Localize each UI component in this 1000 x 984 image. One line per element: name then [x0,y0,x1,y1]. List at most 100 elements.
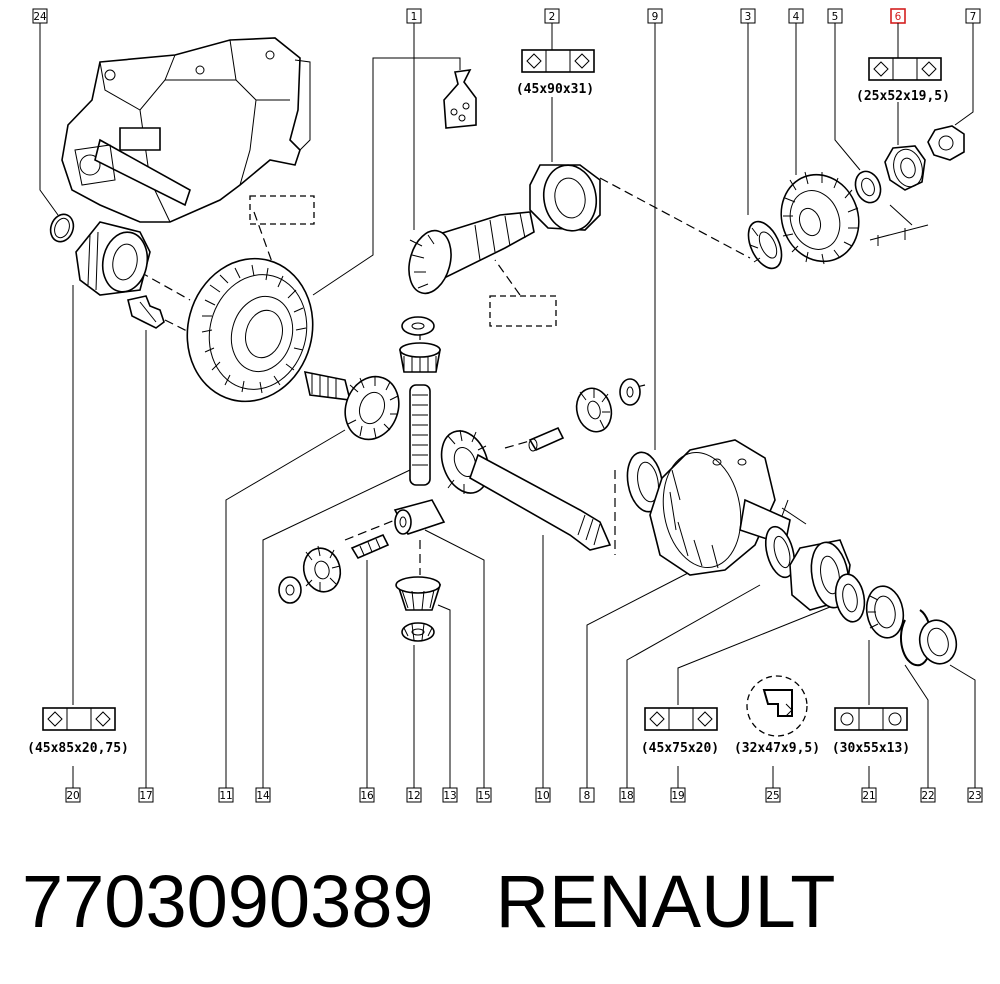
callout-14[interactable]: 14 [255,787,271,803]
nut-7 [927,125,965,161]
pinion-shaft-14 [303,370,400,441]
bearing-dim-text: (45x90x31) [516,82,594,97]
callout-21[interactable]: 21 [861,787,877,803]
bearing-2 [529,164,601,232]
callout-label: 13 [443,790,456,802]
callout-25[interactable]: 25 [765,787,781,803]
planet-gear-left [302,545,342,593]
callout-19[interactable]: 19 [670,787,686,803]
callout-2[interactable]: 2 [544,8,560,24]
bearing-spec-30x55x13: (30x55x13) [832,707,910,756]
grease-pack-icon [443,69,477,129]
callout-9[interactable]: 9 [647,8,663,24]
bearing-6 [884,145,926,191]
bearing-spec-45x90x31: (45x90x31) [516,49,595,97]
callout-16[interactable]: 16 [359,787,375,803]
callout-4[interactable]: 4 [788,8,804,24]
callout-label: 19 [671,790,684,802]
callout-24[interactable]: 24 [32,8,48,24]
callout-label: 22 [921,790,934,802]
callout-22[interactable]: 22 [920,787,936,803]
bearing-dim-text: (25x52x19,5) [856,89,950,104]
washer-5 [854,170,882,204]
callout-5[interactable]: 5 [827,8,843,24]
callout-label: 17 [139,790,152,802]
callout-17[interactable]: 17 [138,787,154,803]
thrust-washer-top [401,316,435,336]
shaft-pin [528,426,565,452]
bearing-cup-23 [918,619,958,665]
callout-7[interactable]: 7 [965,8,981,24]
gear-4 [780,171,860,265]
bearing-3 [747,220,783,270]
assembly-lines [139,177,751,591]
dashed-reference-box-left [249,195,315,225]
gearbox-housing [61,37,311,223]
callout-label: 20 [66,790,79,802]
dimension-mark-top [869,204,929,246]
bolt-17 [127,295,165,329]
planet-gear-13 [395,576,442,611]
callout-label: 9 [652,11,659,23]
callout-label: 24 [33,11,47,23]
bearing-dim-text: (45x85x20,75) [27,741,129,756]
dashed-reference-box-right [489,295,557,327]
callout-3[interactable]: 3 [740,8,756,24]
pinion-gear-1 [408,211,535,295]
callout-label: 21 [862,790,875,802]
planet-gear-right [575,387,613,433]
callout-label: 10 [536,790,549,802]
seal-dim-text: (32x47x9,5) [734,741,820,756]
o-ring-24 [49,213,75,243]
callout-6-highlighted[interactable]: 6 [890,8,906,24]
planet-gear-top [399,342,441,373]
callout-label: 4 [793,11,800,23]
callout-13[interactable]: 13 [442,787,458,803]
thrust-washer-left [278,576,302,604]
callout-1[interactable]: 1 [406,8,422,24]
callout-label: 15 [477,790,490,802]
bearing-spec-25x52x19-5: (25x52x19,5) [856,57,950,104]
callout-label: 3 [745,11,752,23]
bearing-spec-45x75x20: (45x75x20) [641,707,719,756]
callout-18[interactable]: 18 [619,787,635,803]
part-number: 7703090389 [22,860,434,943]
race-ring-18 [764,525,796,579]
callout-10[interactable]: 10 [535,787,551,803]
thrust-washer-12 [401,622,435,642]
callout-label: 25 [766,790,779,802]
leader-lines [39,23,976,788]
callout-label: 6 [895,11,902,23]
bearing-21 [865,585,905,639]
callout-label: 11 [219,790,232,802]
sleeve-15 [393,499,446,535]
callout-label: 23 [968,790,981,802]
thrust-washer-right [619,378,641,406]
callout-12[interactable]: 12 [406,787,422,803]
callout-label: 5 [832,11,839,23]
part-footer: 7703090389 RENAULT [22,852,922,952]
callout-label: 18 [620,790,633,802]
callout-label: 8 [584,790,591,802]
callout-8[interactable]: 8 [579,787,595,803]
pin-16 [350,533,390,560]
differential-housing-8 [649,439,807,576]
brand-name: RENAULT [495,860,836,943]
callout-23[interactable]: 23 [967,787,983,803]
callout-label: 7 [970,11,977,23]
oil-seal-25 [834,573,866,623]
cross-shaft-14 [409,384,431,486]
crown-wheel-11 [186,257,314,403]
seal-ring-9 [626,451,664,513]
bearing-20 [75,221,151,296]
callout-11[interactable]: 11 [218,787,234,803]
side-gear-shaft-10 [440,429,612,551]
callout-15[interactable]: 15 [476,787,492,803]
callout-20[interactable]: 20 [65,787,81,803]
callout-label: 12 [407,790,420,802]
bearing-spec-45x85x20-75: (45x85x20,75) [27,707,129,756]
callout-label: 16 [360,790,374,802]
callout-label: 14 [256,790,270,802]
bearing-dim-text: (30x55x13) [832,741,910,756]
